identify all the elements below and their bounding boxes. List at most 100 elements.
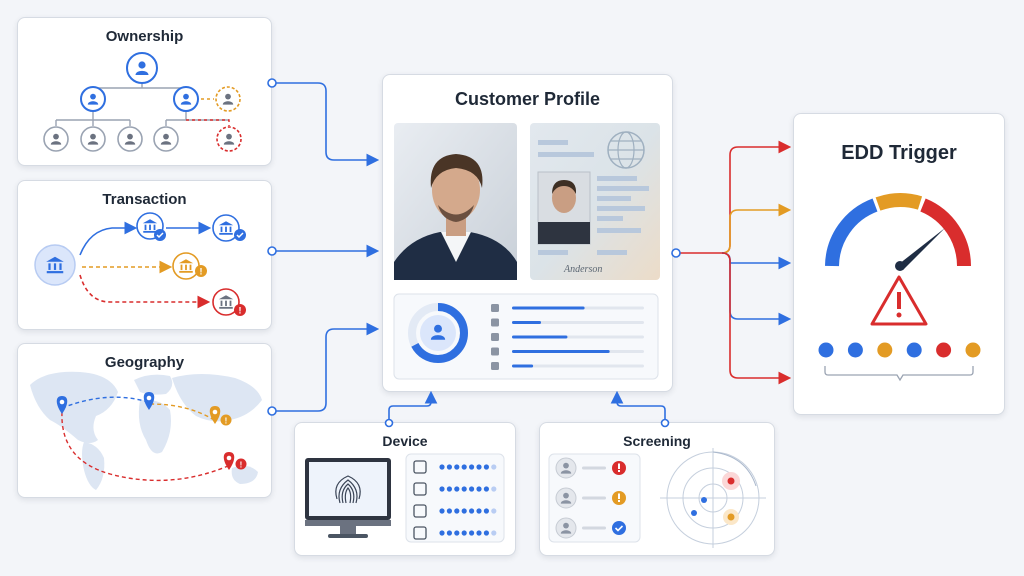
metric-dot — [461, 486, 467, 492]
risk-dot — [965, 342, 981, 358]
metric-dot — [491, 464, 497, 470]
profile-stat-fill — [512, 364, 534, 368]
metric-dot — [469, 530, 475, 536]
profile-stat-row — [491, 318, 644, 327]
chip-icon — [413, 460, 427, 474]
screening-row-warning — [555, 487, 626, 509]
map-pin-blue-2 — [143, 392, 155, 410]
ownership-port — [267, 78, 277, 88]
metric-dot — [446, 530, 452, 536]
profile-out-port — [671, 248, 681, 258]
device-metric-row — [413, 504, 497, 518]
screening-port — [660, 418, 670, 428]
map-pin-orange: ! — [209, 406, 232, 426]
metric-dot — [454, 530, 460, 536]
device-title: Device — [382, 433, 428, 449]
home-icon — [491, 333, 499, 341]
profile-stat-row — [491, 304, 644, 312]
connector-ports — [267, 78, 681, 428]
transaction-flow: ! ! — [34, 212, 246, 316]
risk-dots-bracket — [824, 366, 974, 382]
pie-icon — [491, 362, 499, 370]
screening-row-cleared — [555, 517, 626, 539]
metric-dot — [483, 530, 489, 536]
device-port — [384, 418, 394, 428]
metric-dot — [461, 530, 467, 536]
map-pin-blue-1 — [56, 396, 68, 414]
cleared-badge-icon — [612, 521, 626, 535]
globe-icon — [413, 526, 427, 540]
device-metrics-box — [405, 453, 505, 543]
device-metric-row — [413, 460, 497, 474]
risk-dot — [936, 342, 952, 358]
person-icon — [491, 304, 499, 312]
id-document: Anderson — [530, 123, 660, 280]
metric-dot — [446, 464, 452, 470]
monitor-icon — [413, 482, 427, 496]
screening-rows — [555, 457, 626, 539]
geography-port — [267, 406, 277, 416]
metric-dot — [491, 530, 497, 536]
transaction-port — [267, 246, 277, 256]
warning-triangle-icon — [870, 275, 928, 326]
metric-dot — [461, 508, 467, 514]
source-bank-icon — [34, 244, 76, 286]
profile-stat-row — [491, 347, 644, 356]
owner-leaf-node — [80, 126, 106, 152]
profile-stat-row — [491, 362, 644, 370]
metric-dot — [476, 486, 482, 492]
metric-dot — [439, 530, 445, 536]
owner-leaf-node — [153, 126, 179, 152]
bank-node-alert: ! — [212, 288, 246, 316]
bank-node-warning: ! — [172, 252, 207, 280]
device-metric-row — [413, 526, 497, 540]
device-metric-row — [413, 482, 497, 496]
bank-node-verified-2 — [212, 214, 246, 242]
svg-text:!: ! — [200, 267, 203, 277]
profile-stat-rows — [491, 304, 644, 370]
screening-row-alert — [555, 457, 626, 479]
ownership-tree — [43, 52, 242, 152]
id-signature: Anderson — [563, 264, 602, 275]
risk-dot — [818, 342, 834, 358]
metric-dot — [483, 464, 489, 470]
metric-dot — [491, 486, 497, 492]
risk-dot — [847, 342, 863, 358]
customer-profile-title: Customer Profile — [454, 89, 601, 109]
metric-dot — [446, 486, 452, 492]
owner-leaf-node — [117, 126, 143, 152]
metric-dot — [476, 464, 482, 470]
metric-dot — [491, 508, 497, 514]
profile-stat-fill — [512, 321, 542, 324]
screening-title: Screening — [623, 433, 691, 449]
metric-dot — [469, 486, 475, 492]
metric-dot — [483, 508, 489, 514]
profile-progress-ring — [408, 303, 468, 363]
bank-node-verified-1 — [136, 212, 166, 241]
fingerprint-icon — [335, 475, 361, 504]
map-pin-red: ! — [223, 452, 247, 470]
risk-dot — [877, 342, 893, 358]
risk-dot — [906, 342, 922, 358]
metric-dot — [476, 508, 482, 514]
owner-root-node — [126, 52, 158, 84]
device-metric-rows — [413, 460, 497, 540]
svg-text:!: ! — [240, 461, 243, 470]
connectors — [276, 82, 792, 421]
geography-title: Geography — [104, 354, 185, 371]
profile-stat-fill — [512, 335, 568, 339]
metric-dot — [483, 486, 489, 492]
ownership-title: Ownership — [105, 28, 184, 45]
risk-gauge — [825, 193, 971, 267]
metric-dot — [454, 464, 460, 470]
metric-dot — [446, 508, 452, 514]
owner-flagged-node-red — [216, 126, 242, 152]
radar-scope — [660, 448, 766, 548]
risk-indicator-dots — [818, 342, 981, 358]
transaction-title: Transaction — [102, 191, 187, 208]
profile-stat-fill — [512, 306, 585, 310]
owner-leaf-node — [43, 126, 69, 152]
profile-stat-fill — [512, 350, 610, 353]
metric-dot — [439, 464, 445, 470]
